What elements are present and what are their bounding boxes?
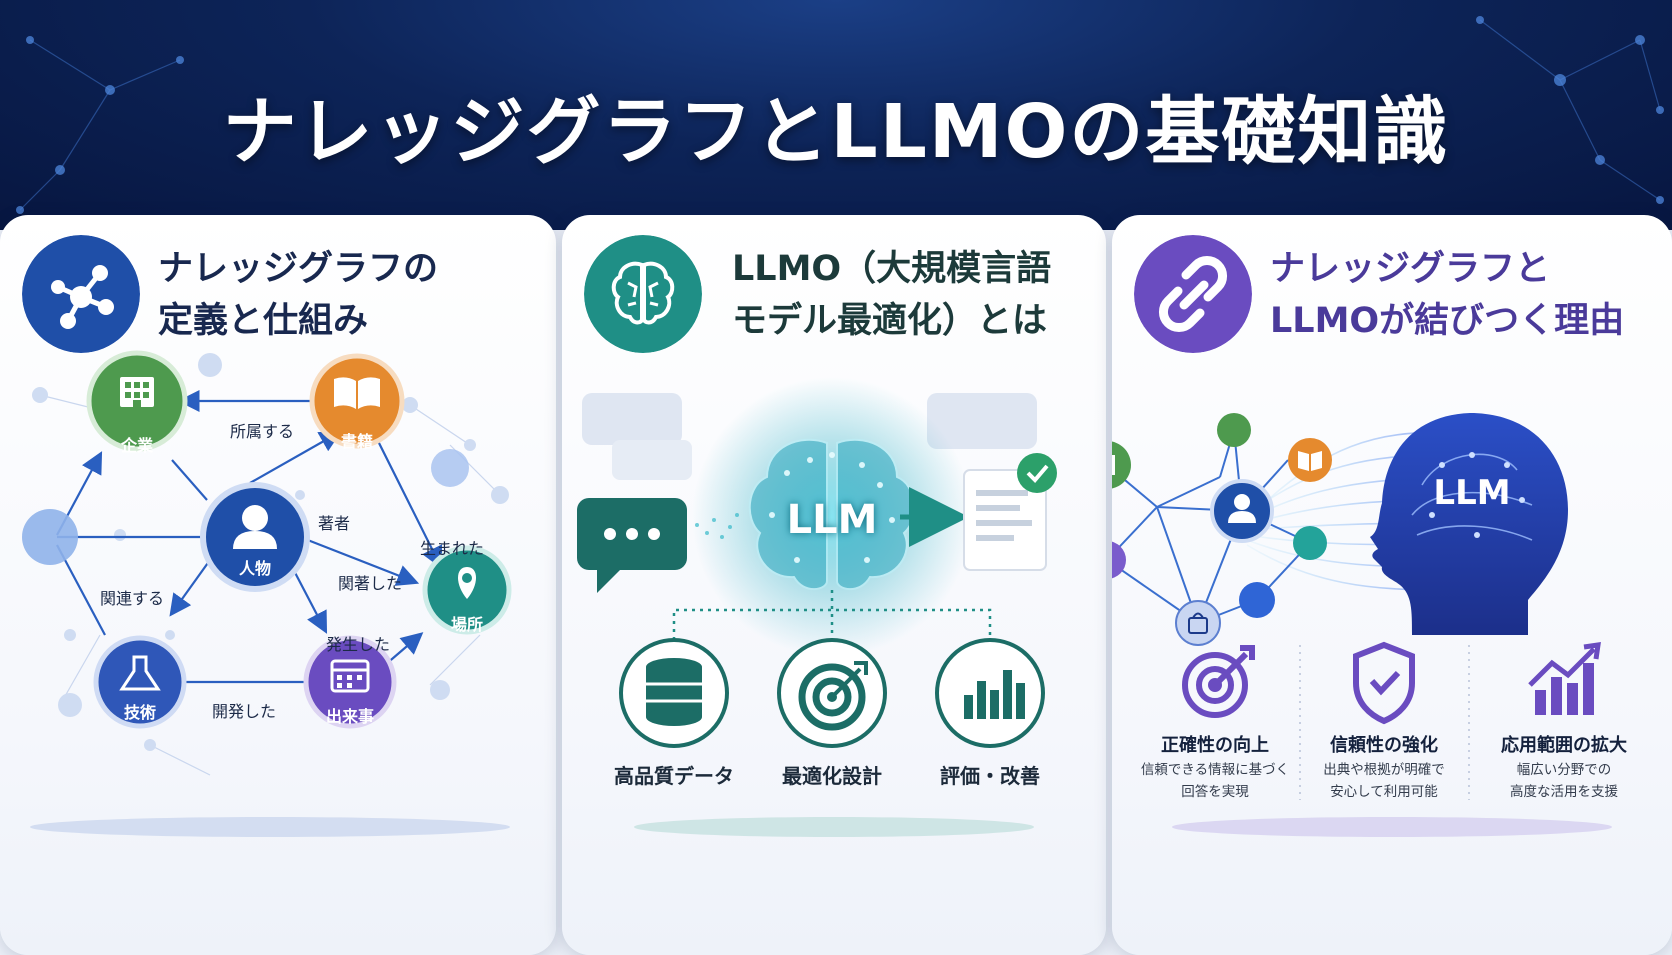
- panel-title: LLMO（大規模言語 モデル最適化）とは: [732, 243, 1051, 347]
- brain-icon: [584, 235, 702, 353]
- node-books: [309, 353, 405, 449]
- panel-title-line2: モデル最適化）とは: [732, 301, 1048, 341]
- person-icon: [242, 505, 268, 531]
- shield-check-icon: [1353, 641, 1415, 725]
- panel-title: ナレッジグラフの 定義と仕組み: [158, 243, 438, 347]
- benefit-desc-line2: 安心して利用可能: [1330, 784, 1438, 800]
- benefit-desc-line1: 幅広い分野での: [1516, 762, 1612, 778]
- graph-node-bag: [1175, 600, 1221, 646]
- flask-icon: [119, 655, 161, 691]
- benefit-desc-line2: 回答を実現: [1181, 784, 1249, 800]
- graph-node-books: [1288, 438, 1332, 482]
- panel-llmo: LLMO（大規模言語 モデル最適化）とは: [562, 215, 1106, 955]
- llm-center-label: LLM: [786, 497, 878, 543]
- chat-bubble-icon: [577, 498, 687, 593]
- target-arrow-icon: [1182, 645, 1255, 718]
- edge-label-belongs: 所属する: [230, 422, 295, 441]
- database-icon: [619, 638, 729, 748]
- panel-title-line1: LLMO（大規模言語: [732, 249, 1052, 289]
- benefit-desc-line2: 高度な活用を支援: [1510, 784, 1618, 800]
- graph-node-purple: [1112, 541, 1126, 579]
- benefit-title-scope: 応用範囲の拡大: [1501, 735, 1627, 756]
- benefit-desc-line1: 信頼できる情報に基づく: [1140, 762, 1290, 778]
- benefit-desc-accuracy: 信頼できる情報に基づく 回答を実現: [1130, 759, 1300, 803]
- benefit-title-reliability: 信頼性の強化: [1330, 735, 1438, 756]
- header-banner: ナレッジグラフとLLMOの基礎知識: [0, 0, 1672, 230]
- calendar-icon: [330, 659, 370, 693]
- benefit-desc-reliability: 出典や根拠が明確で 安心して利用可能: [1299, 759, 1469, 803]
- graph-node-blue: [1239, 582, 1275, 618]
- bar-chart-icon: [935, 638, 1045, 748]
- extra-node: [22, 509, 78, 565]
- header-network-decoration: [16, 16, 1664, 214]
- benefit-title-accuracy: 正確性の向上: [1161, 735, 1269, 756]
- panel-title-line2: 定義と仕組み: [158, 301, 369, 341]
- edge-label-related: 関連する: [100, 589, 165, 608]
- growth-chart-icon: [1528, 642, 1601, 715]
- target-icon: [777, 638, 887, 748]
- node-label-company: 企業: [120, 436, 153, 455]
- edge-label-involved: 関著した: [338, 574, 403, 593]
- node-label-books: 書籍: [340, 432, 373, 451]
- graph-node-green: [1217, 413, 1251, 447]
- panel-title-line1: ナレッジグラフの: [158, 249, 439, 289]
- panel-title: ナレッジグラフと LLMOが結びつく理由: [1270, 243, 1624, 347]
- network-nodes-icon: [22, 235, 140, 353]
- panel-title-line2: LLMOが結びつく理由: [1270, 301, 1625, 341]
- graph-node-teal: [1293, 526, 1327, 560]
- node-technology: [93, 635, 187, 729]
- panel-knowledge-graph: ナレッジグラフの 定義と仕組み: [0, 215, 556, 955]
- edge-label-born: 生まれた: [420, 539, 485, 558]
- item-label-data: 高品質データ: [614, 764, 734, 788]
- node-event: [303, 635, 397, 729]
- graph-node-building: [1112, 441, 1131, 489]
- node-label-place: 場所: [450, 615, 483, 634]
- item-label-evaluation: 評価・改善: [940, 764, 1040, 788]
- node-label-technology: 技術: [123, 703, 156, 722]
- edge-label-occurred: 発生した: [326, 635, 391, 654]
- knowledge-graph-diagram: [22, 350, 512, 837]
- graph-node-person: [1210, 479, 1274, 543]
- llm-brain-icon: [748, 438, 916, 591]
- benefit-desc-scope: 幅広い分野での 高度な活用を支援: [1479, 759, 1649, 803]
- node-label-event: 出来事: [325, 707, 374, 726]
- item-label-design: 最適化設計: [782, 764, 882, 788]
- benefit-desc-line1: 出典や根拠が明確で: [1323, 762, 1445, 778]
- node-person: [200, 482, 310, 592]
- document-check-icon: [963, 453, 1057, 571]
- ai-head-icon: [1370, 413, 1568, 635]
- page-title: ナレッジグラフとLLMOの基礎知識: [222, 89, 1450, 175]
- edge-label-author: 著者: [318, 514, 351, 533]
- connection-diagram: [1112, 413, 1612, 837]
- head-llm-label: LLM: [1433, 473, 1511, 513]
- node-company: [86, 350, 188, 452]
- node-place: [422, 545, 512, 635]
- link-chain-icon: [1134, 235, 1252, 353]
- panel-connection: ナレッジグラフと LLMOが結びつく理由: [1112, 215, 1672, 955]
- panel-title-line1: ナレッジグラフと: [1270, 249, 1551, 289]
- edge-label-developed: 開発した: [212, 702, 277, 721]
- llmo-diagram: [577, 377, 1057, 837]
- node-label-person: 人物: [238, 559, 271, 578]
